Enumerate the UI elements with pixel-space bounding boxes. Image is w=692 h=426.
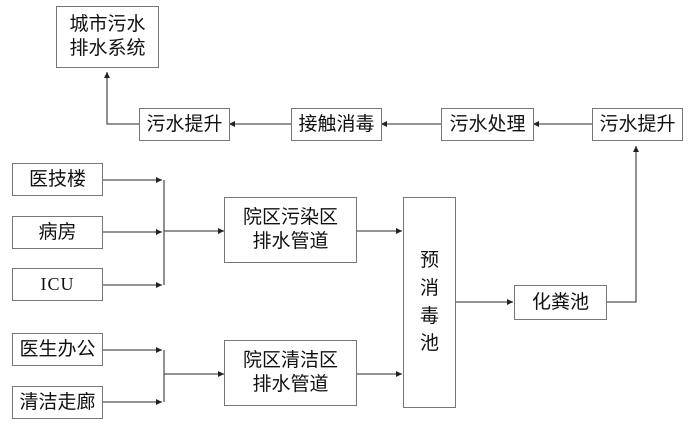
- box-pre-disinfection-tank: 预 消 毒 池: [403, 197, 456, 408]
- label-tank-char1: 预: [419, 249, 439, 272]
- arrow-septic-to-lift: [607, 146, 639, 303]
- box-sewage-lift-right: 污水提升: [592, 108, 683, 141]
- label-icu: ICU: [40, 274, 75, 295]
- label-cleaning-corridor: 清洁走廊: [19, 390, 96, 413]
- label-septic-tank: 化粪池: [531, 290, 589, 313]
- label-doctor-office: 医生办公: [19, 337, 96, 360]
- label-tank-char2: 消: [419, 276, 439, 299]
- box-sewage-lift-left: 污水提升: [139, 108, 230, 141]
- box-sewage-treatment: 污水处理: [441, 108, 534, 141]
- label-ward: 病房: [38, 220, 77, 243]
- label-lift-left: 污水提升: [146, 112, 223, 135]
- label-tank-char4: 池: [419, 332, 439, 355]
- label-disinfection: 接触消毒: [298, 112, 375, 135]
- box-icu: ICU: [12, 268, 103, 301]
- box-clean-area-pipe: 院区清洁区 排水管道: [224, 340, 357, 406]
- label-clean-pipe-line1: 院区清洁区: [242, 349, 338, 372]
- box-medical-tech-building: 医技楼: [12, 163, 103, 196]
- label-polluted-pipe-line1: 院区污染区: [242, 206, 338, 229]
- box-ward: 病房: [12, 216, 103, 249]
- label-lift-right: 污水提升: [599, 112, 676, 135]
- label-medtech: 医技楼: [28, 167, 86, 190]
- box-septic-tank: 化粪池: [514, 285, 607, 320]
- label-treatment: 污水处理: [449, 112, 526, 135]
- label-drainage-line2: 排水系统: [69, 37, 146, 59]
- label-polluted-pipe-line2: 排水管道: [252, 230, 329, 252]
- arrow-lift-left-to-drainage: [104, 72, 139, 125]
- label-tank-char3: 毒: [419, 304, 439, 327]
- label-drainage-line1: 城市污水: [69, 13, 146, 36]
- box-contact-disinfection: 接触消毒: [291, 108, 382, 141]
- label-clean-pipe-line2: 排水管道: [252, 373, 329, 395]
- box-polluted-area-pipe: 院区污染区 排水管道: [224, 197, 357, 263]
- box-city-sewage-system: 城市污水 排水系统: [56, 6, 159, 68]
- box-doctor-office: 医生办公: [12, 333, 103, 366]
- box-cleaning-corridor: 清洁走廊: [12, 386, 103, 419]
